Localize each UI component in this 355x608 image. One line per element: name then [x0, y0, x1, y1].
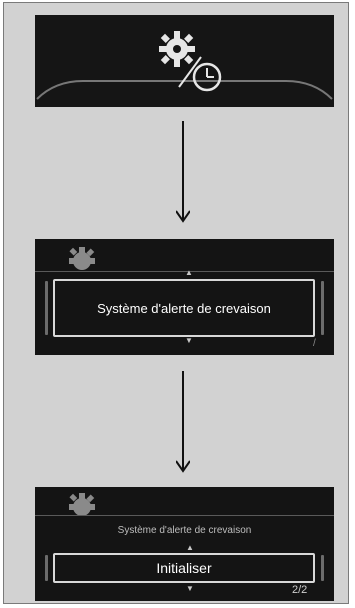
screen-tpms-initialize: Système d'alerte de crevaison ▲ Initiali… [35, 487, 334, 601]
scroll-up-icon[interactable]: ▲ [186, 543, 194, 552]
option-label: Initialiser [156, 560, 212, 576]
menu-item-label: Système d'alerte de crevaison [97, 300, 271, 316]
down-arrow-icon [176, 371, 190, 473]
header-divider [35, 515, 334, 516]
scroll-down-icon[interactable]: ▼ [185, 336, 193, 345]
option-selected[interactable]: Initialiser [53, 553, 315, 583]
screen-tpms-menu: ▲ Système d'alerte de crevaison ▼ / [35, 239, 334, 355]
screen-settings-home [35, 15, 334, 107]
gear-clock-icon[interactable] [153, 27, 227, 97]
instruction-panel: ▲ Système d'alerte de crevaison ▼ / Syst… [3, 2, 349, 604]
left-scroll-bar [45, 555, 48, 581]
submenu-title: Système d'alerte de crevaison [117, 525, 252, 536]
page-indicator: / [313, 338, 316, 349]
right-scroll-bar [321, 281, 324, 335]
gear-icon [69, 493, 95, 516]
right-scroll-bar [321, 555, 324, 581]
gear-icon [69, 247, 95, 270]
down-arrow-icon [176, 121, 190, 223]
header-divider [35, 271, 334, 272]
page-indicator: 2/2 [292, 584, 308, 596]
menu-item-selected[interactable]: Système d'alerte de crevaison [53, 279, 315, 337]
scroll-down-icon[interactable]: ▼ [186, 584, 194, 593]
left-scroll-bar [45, 281, 48, 335]
scroll-up-icon[interactable]: ▲ [185, 268, 193, 277]
